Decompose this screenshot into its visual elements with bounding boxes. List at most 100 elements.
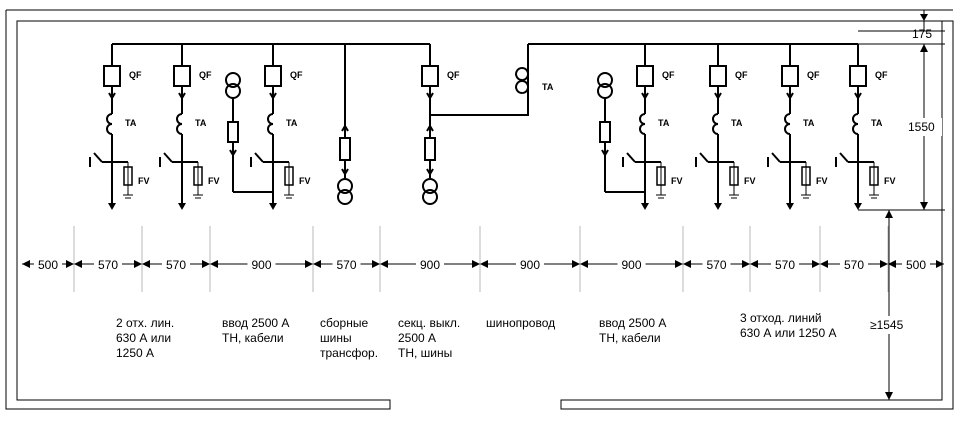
caption-line: 1250 А bbox=[116, 346, 154, 360]
breaker-icon bbox=[421, 65, 439, 87]
ct-label: TA bbox=[871, 118, 883, 128]
dim-width-6: 900 bbox=[420, 258, 440, 272]
dim-min-clearance: ≥1545 bbox=[870, 318, 904, 332]
breaker-label: QF bbox=[447, 70, 460, 80]
dim-arrow bbox=[820, 260, 828, 268]
caption-line: шинопровод bbox=[486, 316, 555, 330]
arrester-label: FV bbox=[671, 176, 683, 186]
arrester-label: FV bbox=[208, 176, 220, 186]
dim-arrow bbox=[683, 260, 691, 268]
caption-c5: шинопровод bbox=[486, 316, 555, 330]
dim-arrow bbox=[742, 260, 750, 268]
cable-arrow-icon bbox=[641, 203, 649, 210]
arrester-label: FV bbox=[138, 176, 150, 186]
dim-width-11: 570 bbox=[844, 258, 864, 272]
dim-width-12: 500 bbox=[906, 258, 926, 272]
breaker-icon bbox=[636, 65, 654, 87]
dim-arrow bbox=[480, 260, 488, 268]
caption-line: секц. выкл. bbox=[398, 316, 460, 330]
caption-line: 3 отход. линий bbox=[740, 311, 822, 325]
current-transformer-icon bbox=[852, 113, 859, 135]
earthing-switch-icon bbox=[699, 152, 709, 163]
fuse-icon bbox=[424, 137, 436, 161]
section-breaker: QF bbox=[421, 44, 460, 115]
earthing-switch-icon bbox=[839, 152, 849, 163]
caption-line: ТН, кабели bbox=[599, 331, 661, 345]
feeder-outgoing-5: QF TA FV bbox=[835, 44, 896, 210]
feeder-incomer-1 bbox=[225, 72, 273, 193]
cable-arrow-icon bbox=[786, 203, 794, 210]
caption-line: 630 А или bbox=[116, 331, 171, 345]
dim-arrow bbox=[888, 260, 896, 268]
dim-arrow bbox=[472, 260, 480, 268]
cable-arrow-icon bbox=[269, 203, 277, 210]
current-transformer-icon bbox=[267, 113, 274, 135]
earthing-switch-icon bbox=[163, 152, 173, 163]
dim-arrow bbox=[74, 260, 82, 268]
breaker-icon bbox=[781, 65, 799, 87]
caption-c2: ввод 2500 АТН, кабели bbox=[222, 316, 289, 345]
dim-arrow bbox=[313, 260, 321, 268]
breaker-icon bbox=[103, 65, 121, 87]
dim-arrow bbox=[936, 260, 944, 268]
dim-arrow bbox=[675, 260, 683, 268]
dim-top-gap: 175 bbox=[912, 27, 932, 41]
busway-ct-icon bbox=[515, 67, 530, 94]
caption-line: 2 отх. лин. bbox=[116, 316, 174, 330]
dim-arrow bbox=[380, 260, 388, 268]
current-transformer-icon bbox=[176, 113, 183, 135]
arrester-label: FV bbox=[816, 176, 828, 186]
dim-arrow bbox=[572, 260, 580, 268]
dim-width-1: 500 bbox=[38, 258, 58, 272]
fuse-icon bbox=[227, 121, 239, 143]
caption-line: 2500 А bbox=[398, 331, 436, 345]
caption-line: ввод 2500 А bbox=[599, 316, 666, 330]
caption-line: шины bbox=[320, 331, 352, 345]
ct-label: TA bbox=[803, 118, 815, 128]
breaker-label: QF bbox=[662, 70, 675, 80]
dim-width-4: 900 bbox=[251, 258, 271, 272]
breaker-label: QF bbox=[290, 70, 303, 80]
caption-c4: секц. выкл.2500 АТН, шины bbox=[398, 316, 460, 360]
dim-arrow bbox=[880, 260, 888, 268]
ct-label: TA bbox=[286, 118, 298, 128]
dim-arrow bbox=[580, 260, 588, 268]
breaker-label: QF bbox=[199, 70, 212, 80]
breaker-label: QF bbox=[875, 70, 888, 80]
dim-arrow bbox=[305, 260, 313, 268]
feeder-incomer-2 bbox=[597, 72, 645, 193]
current-transformer-icon bbox=[712, 113, 719, 135]
earthing-switch-icon bbox=[93, 152, 103, 163]
arrester-label: FV bbox=[884, 176, 896, 186]
dim-width-5: 570 bbox=[336, 258, 356, 272]
room-outline bbox=[5, 9, 954, 410]
fuse-icon bbox=[599, 121, 611, 143]
breaker-label: QF bbox=[129, 70, 142, 80]
dim-width-7: 900 bbox=[520, 258, 540, 272]
arrester-label: FV bbox=[299, 176, 311, 186]
earthing-switch-icon bbox=[771, 152, 781, 163]
caption-line: ввод 2500 А bbox=[222, 316, 289, 330]
busway-ct-label: TA bbox=[542, 82, 554, 92]
arrester-label: FV bbox=[744, 176, 756, 186]
bus-vt-1 bbox=[337, 44, 353, 205]
dim-width-9: 570 bbox=[706, 258, 726, 272]
dim-height: 1550 bbox=[908, 120, 935, 134]
cable-arrow-icon bbox=[178, 203, 186, 210]
dim-arrow bbox=[812, 260, 820, 268]
voltage-transformer-icon bbox=[422, 178, 438, 194]
voltage-transformer-icon bbox=[225, 72, 241, 88]
caption-line: ТН, кабели bbox=[222, 331, 284, 345]
voltage-transformer-icon bbox=[597, 72, 613, 88]
earthing-switch-icon bbox=[254, 152, 264, 163]
current-transformer-icon bbox=[106, 113, 113, 135]
feeder-outgoing-in-1: QF TA FV bbox=[250, 44, 311, 210]
